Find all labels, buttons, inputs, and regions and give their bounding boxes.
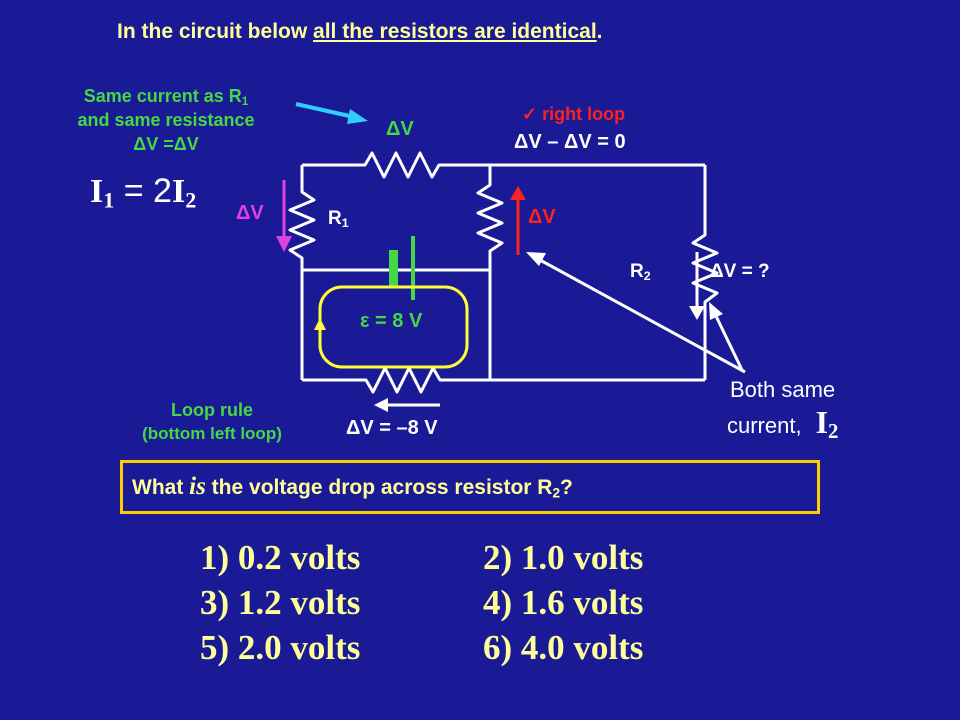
dv-r2-label: ΔV = ? [710,261,770,282]
right-wire-r2 [691,165,719,380]
dv-bottom-label: ΔV = –8 V [346,417,438,439]
same-current-note: Same current as R1 and same resistance Δ… [77,86,255,154]
question-box [120,460,820,514]
current-relation: I1 = 2I2 [90,172,197,213]
right-loop-equation: ΔV – ΔV = 0 [514,131,626,153]
dv-middle-label: ΔV [528,206,556,228]
dv-top-label: ΔV [386,118,414,140]
title-emphasis: all the resistors are identical [313,20,597,43]
option-3[interactable]: 3) 1.2 volts [200,583,361,622]
battery-short-plate [389,250,398,288]
option-1[interactable]: 1) 0.2 volts [200,538,361,577]
pointer-to-middle-head [526,252,546,266]
bottom-wire [302,366,705,394]
left-wire-r1 [288,165,316,380]
top-wire [302,151,705,179]
dv-left-label: ΔV [236,202,264,224]
pointer-to-r2 [714,315,744,371]
question-text: What is the voltage drop across resistor… [132,473,573,501]
dv-left-arrow-head [276,236,292,252]
r2-label: R2 [630,261,651,284]
dv-r2-arrow-head [689,306,705,320]
option-4[interactable]: 4) 1.6 volts [483,583,644,622]
emf-label: ε = 8 V [360,310,423,332]
loop-rule-label: Loop rule (bottom left loop) [142,400,282,443]
pointer-to-r2-head [709,302,723,320]
note-pointer-arrow [295,102,355,119]
page-title: In the circuit below all the resistors a… [117,20,603,43]
middle-resistor [476,165,504,380]
option-5[interactable]: 5) 2.0 volts [200,628,361,667]
note-pointer-head [347,109,368,124]
right-loop-label: ✓ right loop [522,104,626,124]
loop-arrow-head [314,318,326,330]
option-6[interactable]: 6) 4.0 volts [483,628,644,667]
dv-bottom-arrow-head [374,398,388,412]
pointer-to-middle [539,258,746,374]
option-2[interactable]: 2) 1.0 volts [483,538,644,577]
both-same-label: Both same current,I2 [727,377,839,444]
dv-middle-arrow-head [510,186,526,200]
r1-label: R1 [328,208,349,231]
